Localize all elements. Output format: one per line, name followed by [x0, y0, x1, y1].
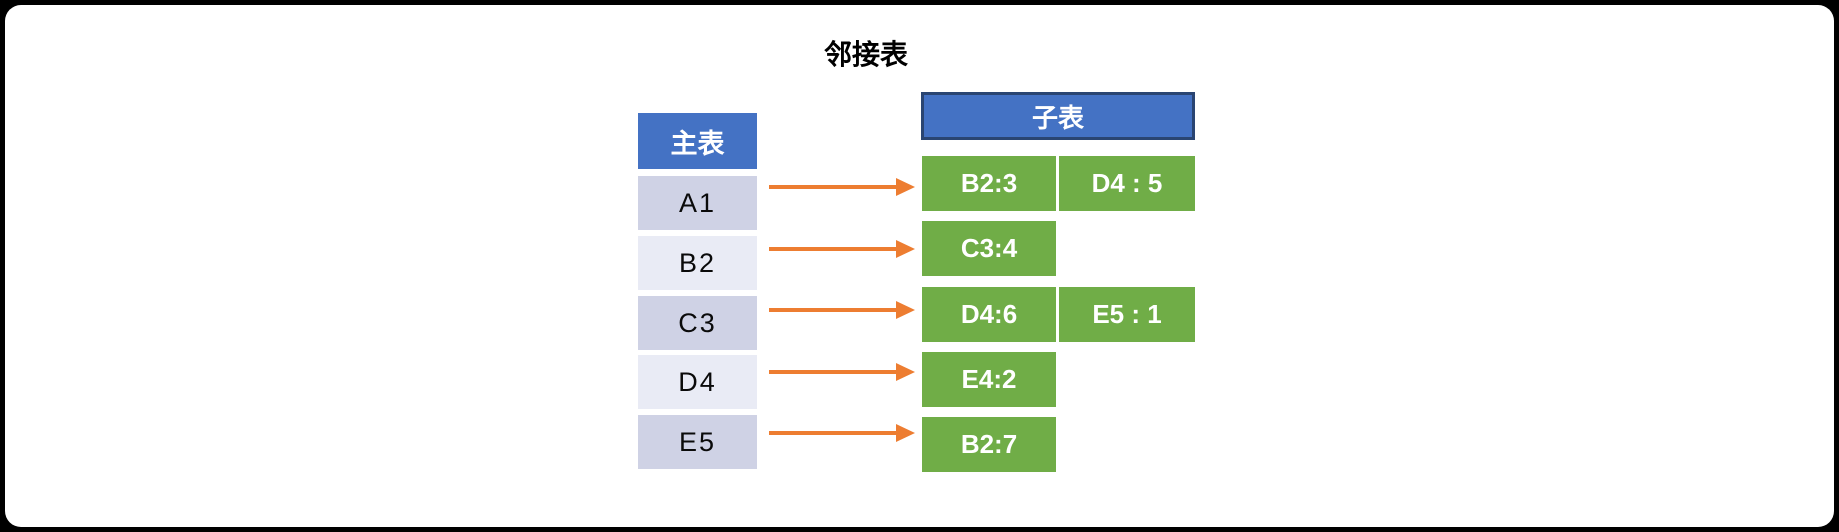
arrow-right-icon — [769, 301, 915, 319]
sub-table-header: 子表 — [921, 92, 1195, 140]
arrow-right-icon — [769, 178, 915, 196]
sub-table-node: B2:3 — [922, 156, 1056, 211]
arrow-head — [896, 363, 915, 381]
arrow-shaft — [769, 185, 897, 189]
arrow-head — [896, 240, 915, 258]
main-table-cell: D4 — [638, 355, 757, 409]
diagram-card — [5, 5, 1834, 527]
arrow-shaft — [769, 247, 897, 251]
arrow-head — [896, 178, 915, 196]
arrow-shaft — [769, 370, 897, 374]
arrow-shaft — [769, 308, 897, 312]
main-table-cell: C3 — [638, 296, 757, 350]
arrow-shaft — [769, 431, 897, 435]
sub-table-node: C3:4 — [922, 221, 1056, 276]
sub-table-node: B2:7 — [922, 417, 1056, 472]
arrow-right-icon — [769, 424, 915, 442]
arrow-head — [896, 301, 915, 319]
sub-table-node: D4:6 — [922, 287, 1056, 342]
sub-table-node: E5 : 1 — [1059, 287, 1195, 342]
main-table-cell: B2 — [638, 236, 757, 290]
diagram-title: 邻接表 — [823, 39, 908, 70]
sub-table-node: D4 : 5 — [1059, 156, 1195, 211]
arrow-right-icon — [769, 240, 915, 258]
main-table-header: 主表 — [638, 113, 757, 169]
arrow-head — [896, 424, 915, 442]
sub-table-node: E4:2 — [922, 352, 1056, 407]
arrow-right-icon — [769, 363, 915, 381]
main-table-cell: A1 — [638, 176, 757, 230]
main-table-cell: E5 — [638, 415, 757, 469]
